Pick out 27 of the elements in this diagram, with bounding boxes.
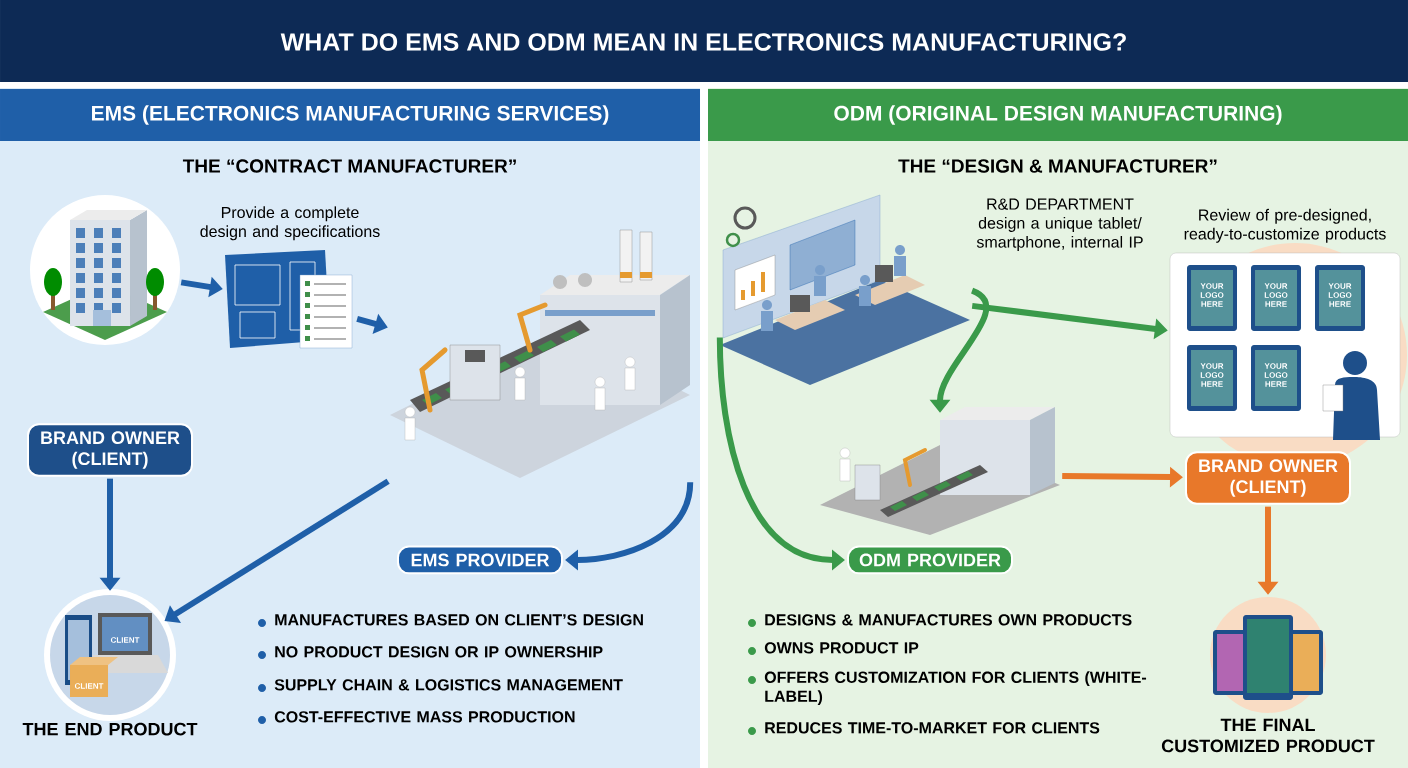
label-pill: BRAND OWNER (CLIENT): [27, 423, 193, 477]
factory-drawing: [390, 229, 690, 478]
factory-drawing: [820, 407, 1060, 535]
bullet-text: DESIGNS & MANUFACTURES OWN PRODUCTS: [765, 614, 1132, 626]
device-label: CLIENT: [110, 637, 140, 643]
subtitle: THE “DESIGN & MANUFACTURER”: [898, 159, 1217, 173]
title-banner: WHAT DO EMS AND ODM MEAN IN ELECTRONICS MANUFACTURING?: [0, 0, 1408, 82]
node-label: Provide a complete design and specifications: [200, 206, 380, 241]
panel-heading: EMS (ELECTRONICS MANUFACTURING SERVICES): [0, 89, 700, 141]
panel-heading: ODM (ORIGINAL DESIGN MANUFACTURING): [708, 89, 1408, 141]
bullet-text: COST-EFFECTIVE MASS PRODUCTION: [274, 711, 575, 723]
bullet-text: SUPPLY CHAIN & LOGISTICS MANAGEMENT: [274, 679, 623, 691]
node-label: R&D DEPARTMENT design a unique tablet/ smartphone, internal IP: [976, 198, 1143, 251]
label-pill: BRAND OWNER (CLIENT): [1185, 451, 1351, 505]
node-label: THE FINAL CUSTOMIZED PRODUCT: [1161, 718, 1375, 753]
bullet-text: OWNS PRODUCT IP: [764, 642, 919, 654]
bullet-text: NO PRODUCT DESIGN OR IP OWNERSHIP: [275, 646, 603, 658]
node-label: THE END PRODUCT: [22, 722, 198, 736]
device-label: CLIENT: [74, 683, 104, 689]
bullet-text: OFFERS CUSTOMIZATION FOR CLIENTS (WHITE-LABEL): [764, 671, 1147, 706]
label-pill: EMS PROVIDER: [397, 545, 563, 575]
subtitle: THE “CONTRACT MANUFACTURER”: [182, 159, 516, 173]
label-pill: ODM PROVIDER: [847, 545, 1013, 575]
bullet-text: REDUCES TIME-TO-MARKET FOR CLIENTS: [765, 722, 1100, 734]
node-label: Review of pre-designed, ready-to-customize products: [1184, 208, 1386, 243]
office-building-drawing: [30, 195, 180, 345]
bullet-text: MANUFACTURES BASED ON CLIENT’S DESIGN: [275, 614, 643, 626]
